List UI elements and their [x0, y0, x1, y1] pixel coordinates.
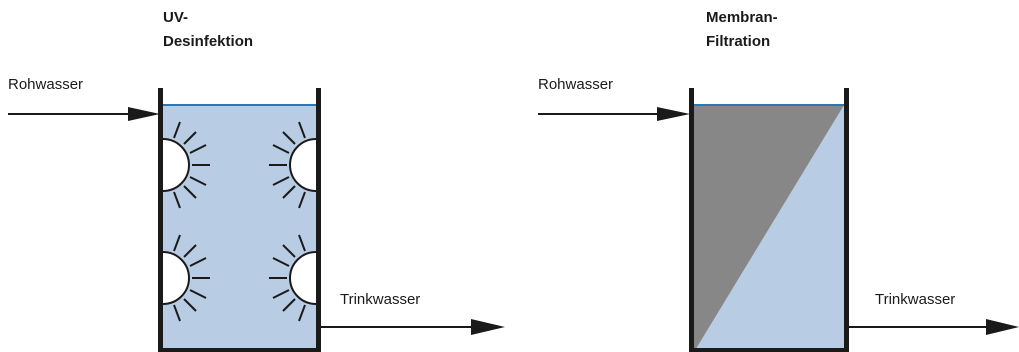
uv-lamp-icon	[163, 234, 210, 322]
uv-title-line1: UV-	[163, 9, 189, 26]
uv-input-label: Rohwasser	[8, 76, 84, 93]
membrane-title-line2: Filtration	[706, 33, 771, 50]
membrane-output-arrowhead	[986, 319, 1019, 335]
uv-lamp-icon	[163, 121, 210, 209]
membrane-tank-right-wall	[844, 88, 849, 352]
uv-title-line2: Desinfektion	[163, 33, 254, 50]
uv-tank-left-wall	[158, 88, 163, 352]
membrane-filtration-title: Membran- Filtration	[706, 6, 778, 54]
membrane-surface	[694, 105, 844, 352]
membrane-input-arrowhead	[657, 107, 690, 121]
uv-lamps	[163, 121, 316, 322]
membrane-title-line1: Membran-	[706, 9, 778, 26]
uv-water	[163, 105, 316, 352]
uv-lamp-icon	[269, 121, 316, 209]
uv-output-label: Trinkwasser	[340, 291, 421, 308]
uv-output-arrowhead	[471, 319, 505, 335]
membrane-input-label: Rohwasser	[538, 76, 614, 93]
uv-lamp-icon	[269, 234, 316, 322]
membrane-output-label: Trinkwasser	[875, 291, 956, 308]
uv-input-arrowhead	[128, 107, 160, 121]
uv-tank-right-wall	[316, 88, 321, 352]
uv-disinfection-title: UV- Desinfektion	[163, 6, 253, 54]
membrane-tank-left-wall	[689, 88, 694, 352]
membrane-tank-bottom	[689, 348, 849, 352]
uv-tank-bottom	[158, 348, 321, 352]
